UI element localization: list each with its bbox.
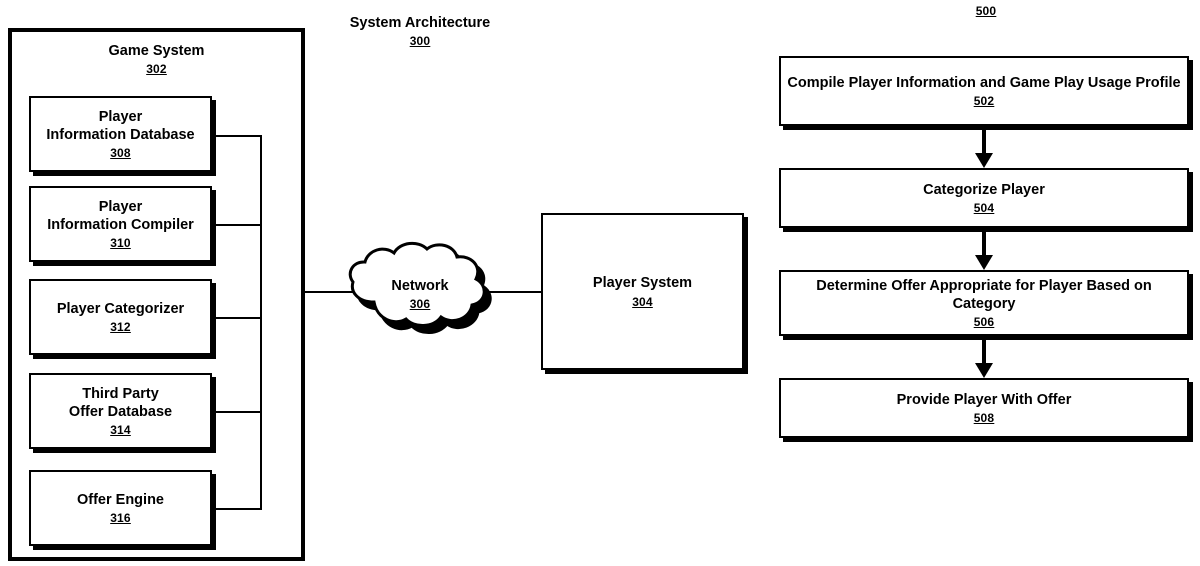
flow-step-provide-player-with-offer[interactable]: Provide Player With Offer 508 — [779, 378, 1189, 438]
player-system-label: Player System — [592, 275, 693, 292]
network-cloud[interactable]: Network 306 — [340, 240, 500, 348]
link-network-to-player-system — [489, 291, 543, 293]
flow-step-label: Determine Offer Appropriate for Player B… — [816, 277, 1152, 312]
process-flow-ref: 500 — [975, 4, 997, 18]
flow-step-ref-504: 504 — [973, 201, 995, 216]
component-third-party-offer-database[interactable]: Third Party Offer Database 314 — [29, 373, 212, 449]
link-game-system-to-network — [303, 291, 358, 293]
process-flow-ref-wrap: 500 — [886, 4, 1086, 18]
bus-stub-308 — [212, 135, 262, 137]
game-system-ref: 302 — [146, 62, 167, 77]
bus-stub-316 — [212, 508, 262, 510]
component-label-line2: Information Compiler — [47, 217, 194, 233]
component-ref-314: 314 — [110, 423, 131, 438]
component-ref-308: 308 — [110, 146, 131, 161]
bus-stub-314 — [212, 411, 262, 413]
component-label-line2: Information Database — [46, 127, 195, 143]
component-label-line2: Offer Database — [68, 404, 173, 420]
player-system-ref: 304 — [632, 294, 653, 309]
component-ref-312: 312 — [110, 320, 131, 335]
component-player-information-compiler[interactable]: Player Information Compiler 310 — [29, 186, 212, 262]
flow-arrow-502-to-504 — [975, 130, 993, 168]
flow-step-categorize-player[interactable]: Categorize Player 504 — [779, 168, 1189, 228]
component-ref-316: 316 — [110, 511, 131, 526]
figure-title-ref: 300 — [409, 34, 431, 49]
flow-step-label: Compile Player Information and Game Play… — [787, 74, 1181, 91]
component-label-line1: Offer Engine — [76, 491, 164, 508]
bus-stub-312 — [212, 317, 262, 319]
component-label-line1: Player — [98, 108, 143, 125]
component-player-information-database[interactable]: Player Information Database 308 — [29, 96, 212, 172]
component-ref-310: 310 — [110, 236, 131, 251]
component-label-line1: Player Categorizer — [56, 300, 185, 317]
flow-step-ref-508: 508 — [973, 411, 995, 426]
component-player-categorizer[interactable]: Player Categorizer 312 — [29, 279, 212, 355]
figure-title-text: System Architecture — [349, 15, 491, 31]
flow-arrow-504-to-506 — [975, 232, 993, 270]
flow-step-compile-player-information[interactable]: Compile Player Information and Game Play… — [779, 56, 1189, 126]
component-label-line1: Third Party — [82, 385, 159, 402]
flow-step-ref-502: 502 — [973, 94, 995, 109]
internal-bus-line — [260, 135, 262, 510]
flow-step-label: Categorize Player — [923, 181, 1045, 198]
figure-title-system-architecture: System Architecture 300 — [310, 14, 530, 49]
player-system-box[interactable]: Player System 304 — [541, 213, 744, 370]
game-system-title: Game System 302 — [8, 42, 305, 76]
flow-step-determine-offer[interactable]: Determine Offer Appropriate for Player B… — [779, 270, 1189, 336]
flow-step-ref-506: 506 — [973, 315, 995, 330]
bus-stub-310 — [212, 224, 262, 226]
flow-arrow-506-to-508 — [975, 340, 993, 378]
game-system-label: Game System — [108, 43, 205, 59]
component-offer-engine[interactable]: Offer Engine 316 — [29, 470, 212, 546]
flow-step-label: Provide Player With Offer — [896, 391, 1072, 408]
component-label-line1: Player — [98, 198, 143, 215]
